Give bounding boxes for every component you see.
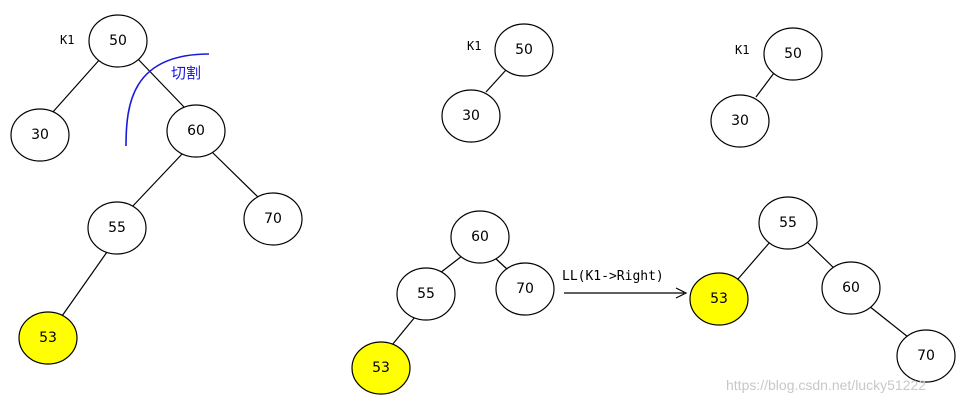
edge-55-60	[805, 240, 839, 273]
node-label-53: 53	[39, 330, 57, 346]
node-label-50: 50	[109, 33, 127, 49]
tree-node-60: 60	[821, 261, 881, 315]
tree-node-50: 50	[763, 27, 823, 81]
arrow-head	[675, 287, 688, 299]
tree-node-50: 50	[494, 23, 554, 77]
node-label-30: 30	[731, 113, 749, 129]
tree-node-53: 53	[351, 341, 411, 395]
node-label-60: 60	[842, 280, 860, 296]
node-label-70: 70	[917, 348, 935, 364]
edge-50-30	[755, 72, 775, 98]
tree-node-55: 55	[758, 196, 818, 250]
k1-label: K1	[735, 43, 749, 57]
edge-60-55	[130, 152, 184, 209]
tree-node-30: 30	[441, 89, 501, 143]
tree-node-70: 70	[495, 262, 555, 316]
cut-label: 切割	[171, 64, 201, 82]
node-label-53: 53	[710, 291, 728, 307]
original-tree: 切割 K1 50 30 60 55 70 53	[10, 14, 303, 365]
edge-60-70	[868, 305, 909, 338]
split-left-tree: K1 50 30	[441, 23, 554, 143]
node-label-30: 30	[462, 108, 480, 124]
rotation-arrow: LL(K1->Right)	[562, 269, 688, 299]
node-label-55: 55	[779, 215, 797, 231]
tree-node-50: 50	[88, 14, 148, 68]
tree-node-70: 70	[243, 192, 303, 246]
node-label-70: 70	[516, 281, 534, 297]
edge-50-60	[135, 56, 186, 109]
tree-node-55: 55	[396, 267, 456, 321]
tree-node-55: 55	[87, 201, 147, 255]
node-label-70: 70	[264, 211, 282, 227]
node-label-55: 55	[108, 220, 126, 236]
split-right-tree: K1 50 30	[710, 27, 823, 148]
edge-50-30	[51, 57, 102, 114]
edge-50-30	[485, 69, 507, 93]
tree-node-70: 70	[896, 329, 956, 383]
node-label-55: 55	[417, 286, 435, 302]
tree-node-30: 30	[710, 94, 770, 148]
edge-60-70	[211, 151, 261, 200]
subtree-after: 55 53 60 70	[689, 196, 956, 383]
edge-55-53	[391, 316, 416, 346]
tree-node-60: 60	[450, 210, 510, 264]
node-label-60: 60	[471, 229, 489, 245]
node-label-50: 50	[515, 42, 533, 58]
node-label-60: 60	[187, 123, 205, 139]
node-label-30: 30	[31, 127, 49, 143]
tree-node-53: 53	[689, 272, 749, 326]
tree-node-60: 60	[166, 104, 226, 158]
k1-label: K1	[60, 33, 74, 47]
rotation-label: LL(K1->Right)	[562, 269, 664, 284]
edge-55-53	[737, 241, 771, 280]
cut-line	[125, 53, 210, 147]
node-label-50: 50	[784, 46, 802, 62]
tree-node-30: 30	[10, 108, 70, 162]
node-label-53: 53	[372, 360, 390, 376]
watermark-text: https://blog.csdn.net/lucky51222	[726, 377, 926, 393]
edge-60-55	[439, 255, 463, 274]
subtree-before: 60 55 70 53	[351, 210, 555, 395]
k1-label: K1	[467, 39, 481, 53]
edge-55-53	[61, 251, 108, 317]
tree-node-53: 53	[18, 311, 78, 365]
